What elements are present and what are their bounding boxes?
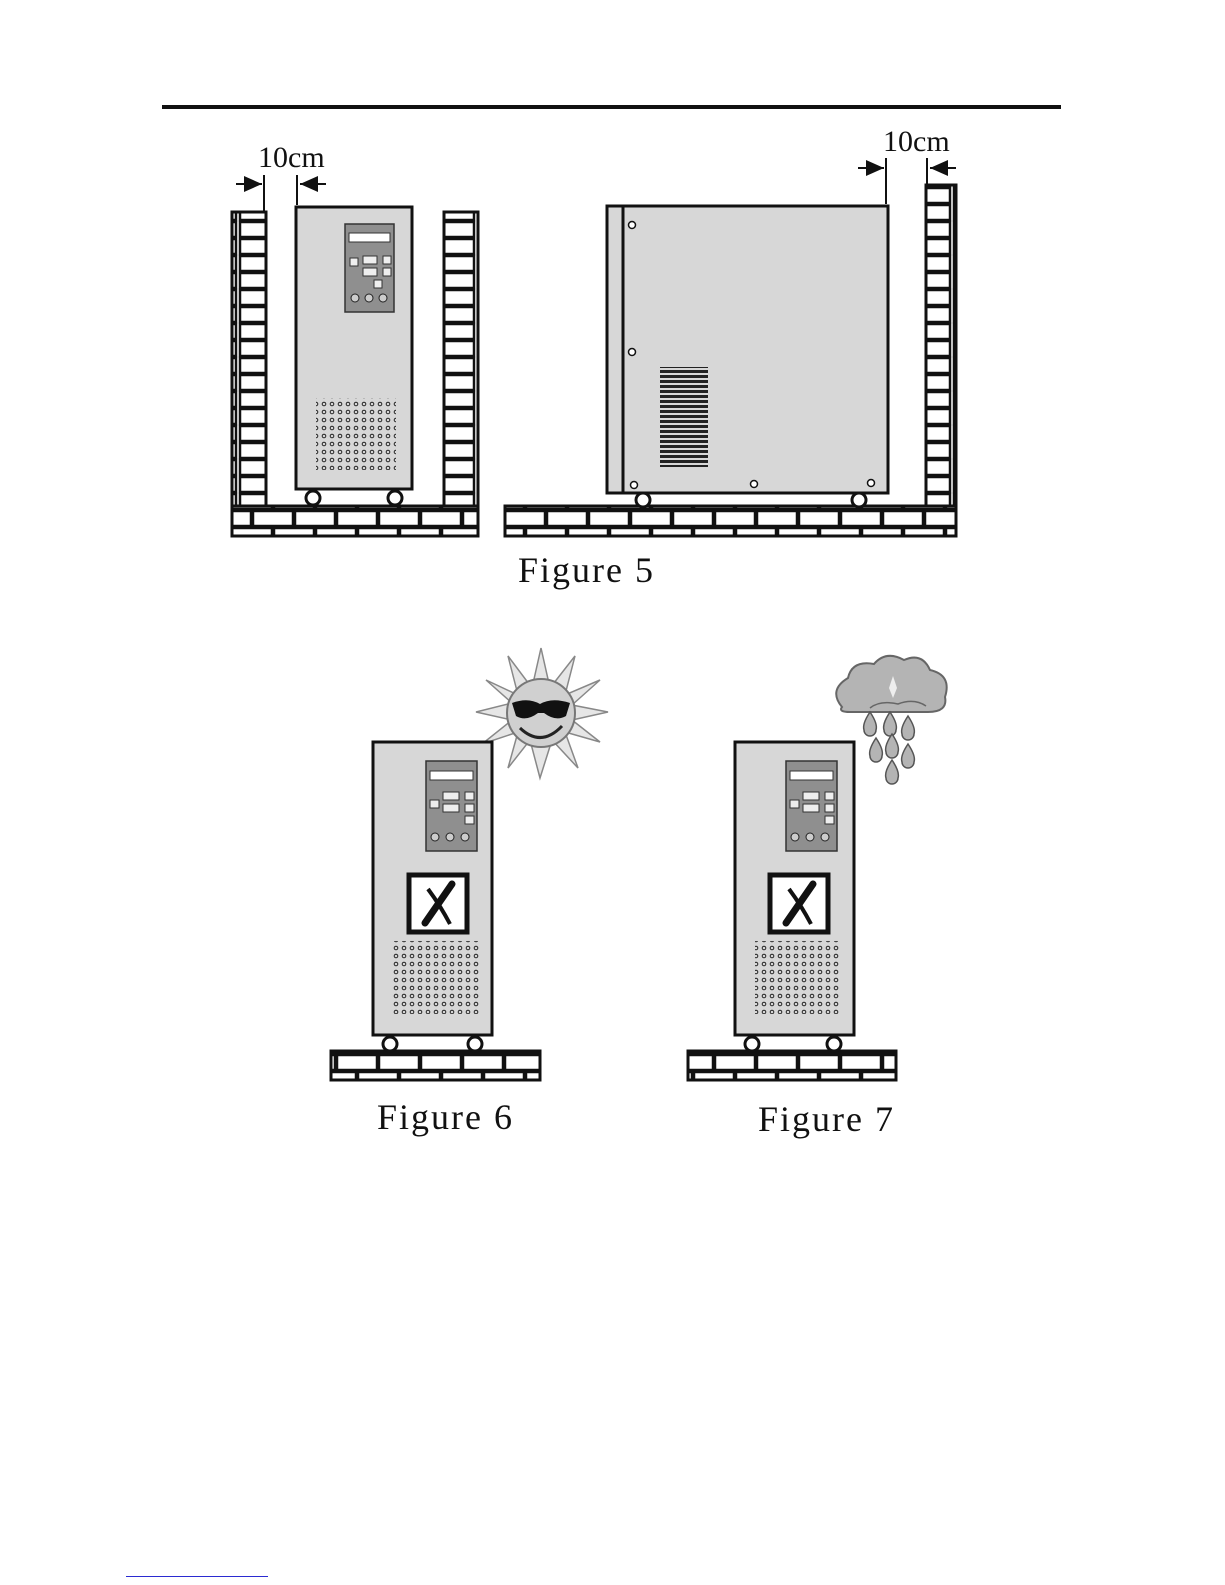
brick-floor-side xyxy=(505,506,956,536)
brick-floor xyxy=(688,1051,896,1080)
clearance-label-side: 10cm xyxy=(883,125,950,158)
footer-rule xyxy=(126,1576,268,1577)
ventilation-grille xyxy=(316,398,396,470)
brick-floor xyxy=(331,1051,540,1080)
wheel xyxy=(468,1037,482,1051)
wheel xyxy=(383,1037,397,1051)
side-vents xyxy=(656,367,708,467)
ups-cabinet-side xyxy=(607,206,888,493)
wheel xyxy=(388,491,402,505)
clearance-label-front: 10cm xyxy=(258,141,325,174)
figure-5-front-view: 10cm xyxy=(232,141,478,536)
x-mark-icon xyxy=(409,875,467,932)
x-mark-icon xyxy=(770,875,828,932)
figure-5-side-view: 10cm xyxy=(505,125,956,536)
wheel xyxy=(306,491,320,505)
wheel xyxy=(852,493,866,507)
figure-5-caption: Figure 5 xyxy=(518,550,655,590)
wheel xyxy=(827,1037,841,1051)
brick-wall-side xyxy=(926,185,956,507)
sun-icon xyxy=(476,648,608,778)
figure-6-caption: Figure 6 xyxy=(377,1097,514,1137)
brick-wall-right xyxy=(444,212,478,508)
figure-7 xyxy=(688,656,947,1080)
figure-7-caption: Figure 7 xyxy=(758,1099,895,1139)
wheel xyxy=(636,493,650,507)
ventilation-grille xyxy=(755,941,841,1014)
figure-6 xyxy=(331,648,608,1080)
ventilation-grille xyxy=(393,941,479,1014)
wheel xyxy=(745,1037,759,1051)
brick-floor xyxy=(232,506,478,536)
brick-wall-left xyxy=(232,212,266,508)
